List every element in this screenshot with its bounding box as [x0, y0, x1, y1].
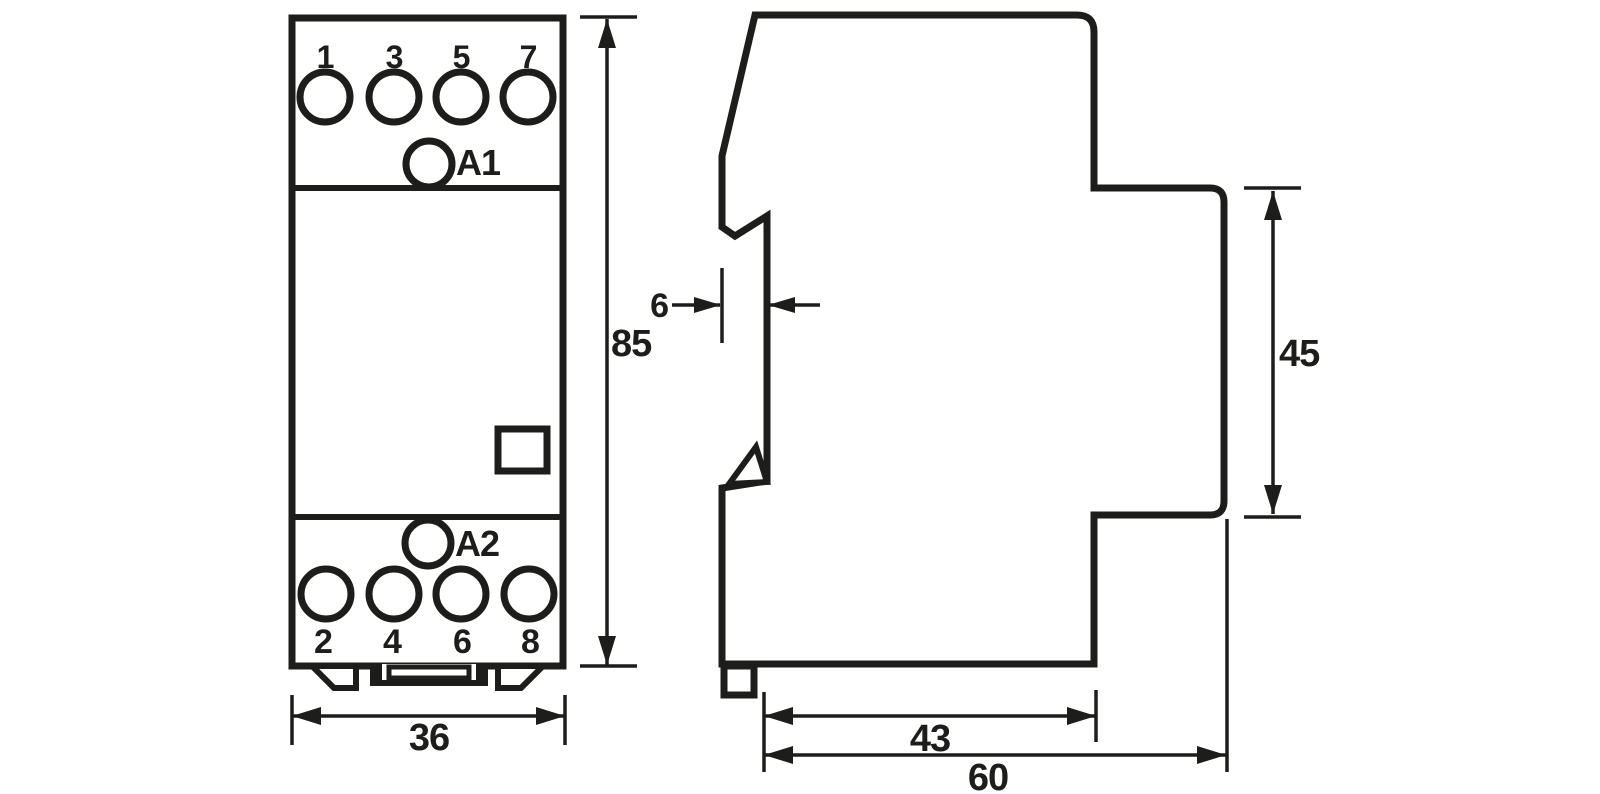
arrowhead-right: [536, 707, 565, 725]
dim-width-value: 36: [409, 717, 449, 759]
dim-front-height: 85: [580, 15, 653, 668]
terminal-hole-2: [297, 565, 355, 623]
terminal-label-6: 6: [453, 623, 471, 661]
dim-height-value: 85: [611, 323, 652, 365]
terminal-hole-5: [432, 68, 490, 126]
din-clip-slot: [370, 664, 488, 686]
side-mounting-foot: [720, 662, 758, 699]
terminal-label-4: 4: [383, 623, 402, 661]
dim-body-depth: 43: [762, 690, 1098, 772]
arrowhead-down: [598, 636, 616, 665]
dim-body-depth-value: 43: [910, 718, 950, 760]
coil-terminal-hole-a2: [401, 516, 455, 570]
dim-front-width: 36: [290, 695, 567, 759]
coil-terminal-hole-a1: [402, 137, 456, 191]
terminal-hole-7: [499, 68, 557, 126]
dim-rear-height-value: 45: [1279, 333, 1320, 375]
terminal-hole-3: [365, 68, 423, 126]
terminal-hole-6: [432, 565, 490, 623]
terminal-label-2: 2: [314, 623, 332, 661]
side-body-outline: [718, 11, 1228, 668]
terminal-hole-1: [296, 68, 354, 126]
terminal-label-8: 8: [521, 623, 539, 661]
din-clip-slider: [386, 664, 472, 681]
dim-overall-depth-value: 60: [968, 757, 1008, 794]
arrowhead-up: [1264, 191, 1282, 220]
arrowhead-left: [292, 707, 321, 725]
arrowhead-left: [768, 297, 795, 313]
dim-rail-notch: 6: [650, 268, 820, 343]
arrowhead-right: [1067, 707, 1096, 725]
coil-terminal-label-a2: A2: [455, 523, 499, 564]
dim-rear-height: 45: [1244, 186, 1321, 519]
front-view: 1 3 5 7 A1 A2 2 4 6 8: [288, 14, 567, 691]
terminal-hole-8: [500, 565, 558, 623]
arrowhead-down: [1264, 485, 1282, 514]
coil-terminal-label-a1: A1: [456, 142, 501, 183]
terminal-hole-4: [365, 565, 423, 623]
terminal-label-7: 7: [520, 39, 537, 75]
din-rail-latch: [722, 440, 772, 488]
mounting-foot-left: [304, 663, 359, 691]
arrowhead-left: [764, 707, 793, 725]
terminal-label-5: 5: [453, 39, 470, 75]
dim-overall-depth: 60: [764, 519, 1229, 794]
arrowhead-right: [694, 297, 721, 313]
mounting-foot-right: [495, 663, 551, 691]
terminal-label-1: 1: [317, 39, 334, 75]
arrowhead-left: [764, 746, 793, 764]
indicator-window: [494, 425, 551, 475]
terminal-label-3: 3: [386, 39, 403, 75]
arrowhead-right: [1197, 746, 1226, 764]
dim-notch-value: 6: [650, 287, 668, 325]
side-view: [718, 11, 1228, 699]
arrowhead-up: [598, 19, 616, 48]
